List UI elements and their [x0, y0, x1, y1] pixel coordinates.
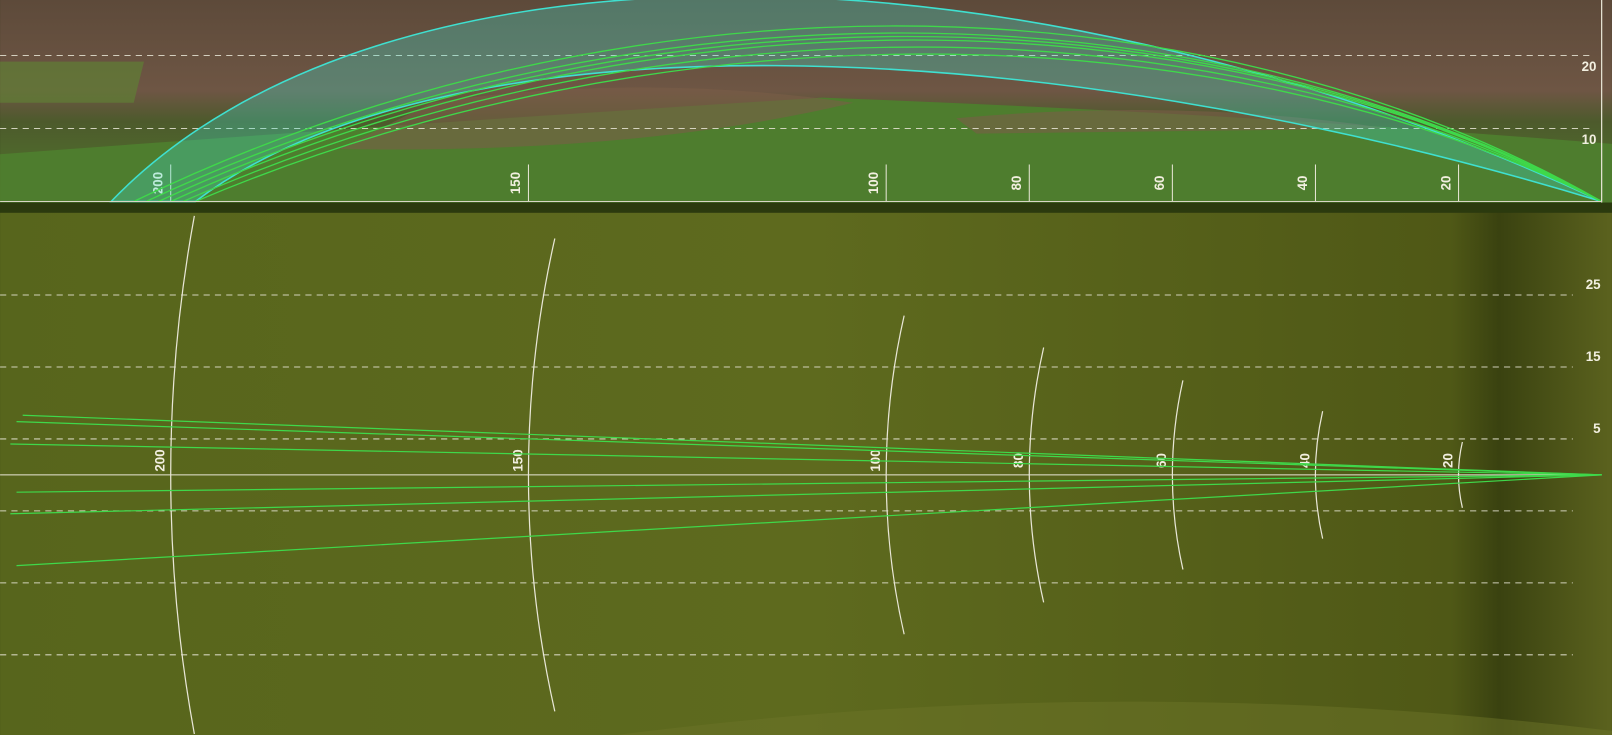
distance-arc	[1028, 347, 1045, 603]
side-view-panel: 30201020015010080604020	[0, 0, 1612, 203]
height-label: 10	[1582, 132, 1597, 147]
shot-trajectory-side	[182, 46, 1602, 203]
distance-label: 100	[866, 172, 881, 194]
distance-label: 60	[1152, 176, 1167, 191]
shot-line-top	[10, 474, 1602, 515]
distance-arc	[885, 315, 905, 635]
lateral-label: 25	[1586, 277, 1601, 292]
shot-line-top	[22, 414, 1602, 476]
distance-label: 20	[1440, 453, 1455, 468]
lateral-label: 5	[1593, 421, 1601, 436]
distance-label: 200	[153, 449, 168, 471]
distance-label: 150	[510, 449, 525, 471]
shot-line-top	[16, 474, 1602, 493]
shot-line-top	[16, 474, 1602, 567]
shot-trajectory-side	[145, 32, 1602, 203]
shot-line-top	[16, 421, 1602, 476]
distance-arc	[170, 215, 195, 735]
distance-arc	[1171, 380, 1184, 570]
shot-trajectory-side	[158, 35, 1602, 203]
distance-arc	[1458, 441, 1463, 508]
distance-label: 40	[1295, 176, 1310, 191]
height-label: 30	[1582, 0, 1597, 1]
panel-divider	[0, 202, 1612, 213]
lateral-label: 15	[1586, 349, 1601, 364]
distance-arc	[1314, 411, 1324, 539]
shot-trajectory-side	[170, 39, 1602, 203]
fairway-shade	[616, 701, 1612, 735]
shot-trajectory-side	[133, 25, 1602, 203]
shot-trajectory-side	[195, 53, 1602, 203]
distance-label: 150	[508, 172, 523, 194]
distance-label: 20	[1438, 176, 1453, 191]
height-label: 20	[1582, 59, 1597, 74]
top-view-panel: 2515520015010080604020	[0, 212, 1612, 735]
distance-label: 80	[1009, 176, 1024, 191]
shot-line-top	[10, 443, 1602, 476]
distance-arc	[527, 238, 556, 712]
